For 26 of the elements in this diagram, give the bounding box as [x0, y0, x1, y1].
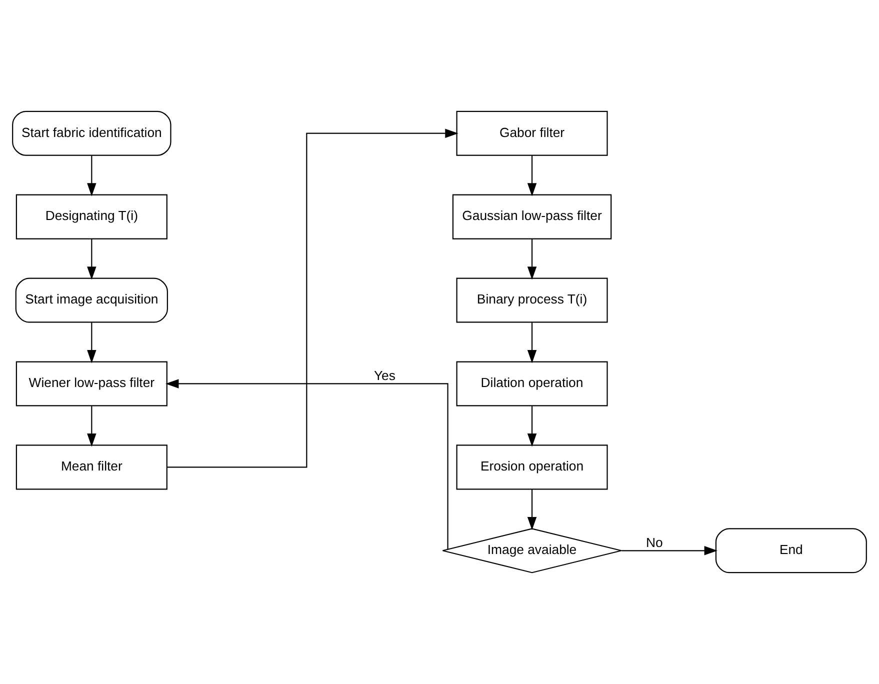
node-box: Designating T(i): [16, 194, 168, 240]
node-box: Gaussian low-pass filter: [452, 194, 612, 240]
arrow: [87, 406, 96, 447]
arrow: [87, 156, 96, 196]
edge-label: Yes: [374, 368, 396, 383]
node-box: End: [715, 528, 867, 574]
node-diamond: Image avaiable: [442, 528, 622, 574]
node-box: Wiener low-pass filter: [16, 361, 168, 406]
arrow: [622, 546, 718, 556]
node-box: Mean filter: [16, 444, 168, 490]
arrow: [527, 322, 537, 364]
arrow: [527, 156, 537, 196]
arrow: [166, 379, 448, 550]
node-box: Start fabric identification: [12, 110, 172, 156]
node-box: Erosion operation: [456, 444, 608, 490]
arrow: [527, 490, 537, 530]
arrow: [527, 406, 537, 447]
node-box: Gabor filter: [456, 110, 608, 156]
node-box: Dilation operation: [456, 361, 608, 406]
arrow: [167, 128, 458, 468]
arrow: [87, 239, 96, 280]
arrow: [87, 322, 96, 364]
arrow: [527, 239, 537, 280]
node-box: Binary process T(i): [456, 278, 608, 323]
edge-label: No: [646, 534, 663, 550]
node-box: Start image acquisition: [15, 278, 168, 323]
